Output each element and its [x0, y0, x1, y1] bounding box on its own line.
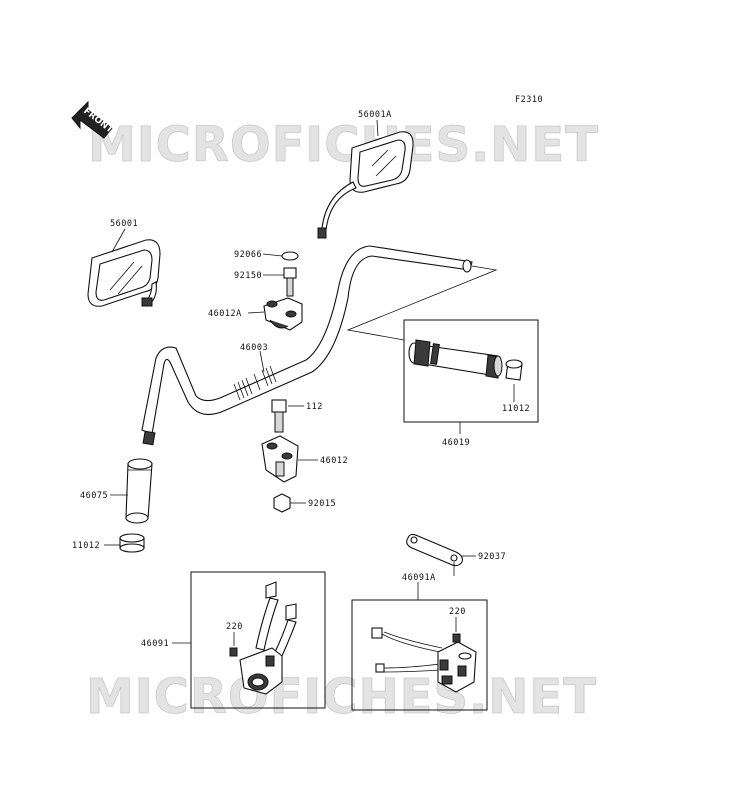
label-end-cap-right: 11012: [502, 404, 530, 414]
screw-left[interactable]: [229, 647, 238, 657]
end-cap-right[interactable]: [505, 359, 523, 381]
handlebar[interactable]: [141, 245, 473, 446]
switch-left[interactable]: [239, 581, 297, 695]
label-grip-left: 46075: [80, 491, 108, 501]
label-grip-assy: 46019: [442, 438, 470, 448]
switch-right-box: [351, 599, 488, 711]
label-nut: 92015: [308, 499, 336, 509]
label-holder-upper: 46012A: [208, 309, 242, 319]
label-bracket: 92037: [478, 552, 506, 562]
watermark-bottom: MICROFICHES.NET: [86, 669, 597, 725]
label-switch-right: 46091A: [402, 573, 436, 583]
holder-lower[interactable]: [261, 435, 299, 483]
watermark-top: MICROFICHES.NET: [88, 117, 599, 173]
screw-right[interactable]: [452, 633, 461, 643]
label-mirror-left: 56001: [110, 219, 138, 229]
label-bolt: 112: [306, 402, 323, 412]
holder-upper[interactable]: [263, 297, 303, 331]
label-handlebar: 46003: [240, 343, 268, 353]
cap[interactable]: [281, 251, 299, 261]
nut[interactable]: [273, 493, 291, 513]
label-end-cap-left: 11012: [72, 541, 100, 551]
label-holder-lower: 46012: [320, 456, 348, 466]
label-mirror-right: 56001A: [358, 110, 392, 120]
grip-assy-box: [403, 319, 539, 423]
figure-code: F2310: [515, 95, 543, 105]
label-cap: 92066: [234, 250, 262, 260]
bolt[interactable]: [271, 399, 287, 433]
label-screw-right: 220: [449, 607, 466, 617]
mirror-right[interactable]: [317, 131, 414, 239]
grip-assy[interactable]: [408, 339, 503, 379]
end-cap-left[interactable]: [119, 533, 145, 553]
label-bolt-upper: 92150: [234, 271, 262, 281]
bolt-upper[interactable]: [283, 267, 297, 297]
switch-left-box: [190, 571, 326, 709]
grip-left[interactable]: [125, 458, 153, 524]
mirror-left[interactable]: [87, 239, 161, 307]
label-switch-left: 46091: [141, 639, 169, 649]
label-screw-left: 220: [226, 622, 243, 632]
bracket[interactable]: [406, 533, 463, 576]
switch-right[interactable]: [371, 627, 477, 693]
